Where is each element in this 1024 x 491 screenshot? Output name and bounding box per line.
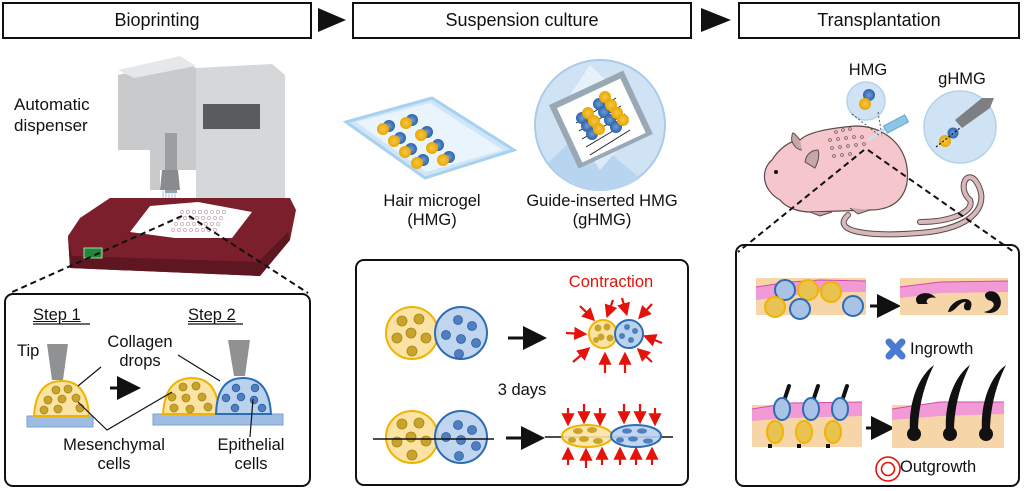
step2-label: Step 2: [188, 306, 236, 324]
mouse-illustration: [737, 81, 1015, 253]
ingrowth-label: Ingrowth: [910, 340, 974, 358]
stage-box-transplantation: Transplantation: [738, 2, 1020, 39]
dispensing-tip: [47, 344, 68, 380]
stage-arrow-1: [318, 8, 346, 32]
outgrowth-label: Outgrowth: [900, 458, 977, 476]
dispensing-tip-2: [228, 340, 250, 376]
ghmg-caption: Guide-inserted HMG (gHMG): [526, 192, 678, 229]
outgrowth-double-circle-icon: [875, 456, 901, 482]
hmg-caption: Hair microgel (HMG): [383, 192, 481, 229]
contraction-inset-panel: [355, 259, 689, 486]
well-plate: [130, 202, 252, 238]
duration-label: 3 days: [497, 381, 547, 399]
contraction-illustration: [373, 297, 673, 468]
contraction-label: Contraction: [568, 273, 654, 291]
skin-ingrowth-illustration: [755, 278, 1009, 360]
collagen-drops-label: Collagen drops: [107, 333, 173, 370]
ghmg-dish-illustration: [534, 59, 666, 191]
transplant-ghmg-label: gHMG: [938, 70, 986, 88]
stage-box-suspension-culture: Suspension culture: [352, 2, 692, 39]
ingrowth-cross-icon: [885, 338, 906, 360]
transplant-hmg-label: HMG: [848, 61, 888, 79]
ingrown-hair: [915, 293, 936, 304]
skin-outgrowth-illustration: [751, 365, 1006, 482]
epithelial-cells-label: Epithelial cells: [217, 436, 285, 473]
dispenser-indicator-light: [83, 247, 103, 259]
stage-box-bioprinting: Bioprinting: [2, 2, 312, 39]
mesenchymal-cells-label: Mesenchymal cells: [63, 436, 165, 473]
bioprinting-steps-illustration: [26, 323, 284, 438]
automatic-dispenser-illustration: [9, 56, 309, 294]
hmg-dish-illustration: [342, 96, 518, 180]
tip-label: Tip: [17, 342, 40, 360]
stage-arrow-2: [701, 8, 731, 32]
stage-label-bioprinting: Bioprinting: [114, 10, 200, 30]
stage-label-suspension-culture: Suspension culture: [445, 10, 599, 30]
step1-label: Step 1: [33, 306, 81, 324]
automatic-dispenser-label: Automatic dispenser: [14, 95, 90, 135]
bioprinting-inset-panel: [4, 293, 311, 487]
outgrown-hair: [909, 365, 934, 432]
transplant-inset-panel: [735, 244, 1020, 487]
stage-label-transplantation: Transplantation: [817, 10, 941, 30]
